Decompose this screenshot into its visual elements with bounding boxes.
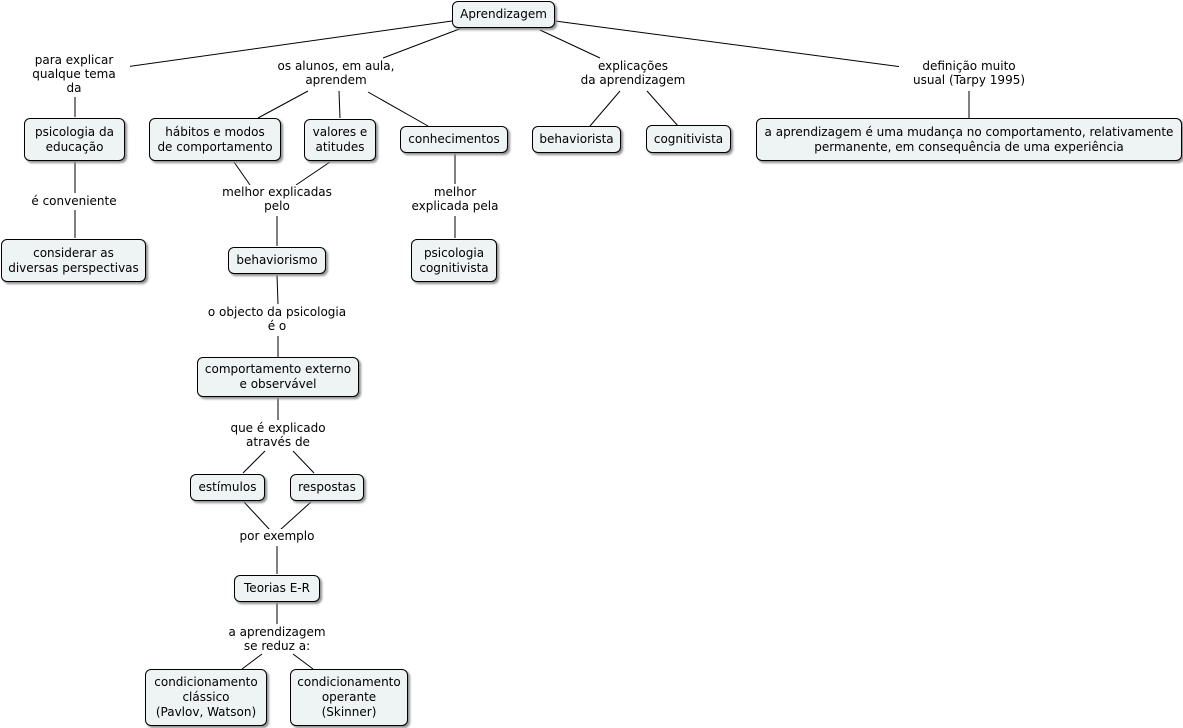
concept-comportamento-externo[interactable]: comportamento externo e observável	[197, 357, 359, 397]
line-explicado-respostas	[292, 450, 315, 474]
concept-condicionamento-operante[interactable]: condicionamento operante (Skinner)	[290, 669, 408, 726]
concept-considerar-perspectivas[interactable]: considerar as diversas perspectivas	[1, 239, 146, 282]
line-explicacoes-cognitivista	[646, 90, 679, 127]
line-os-alunos-valores	[338, 90, 341, 119]
link-explicacoes: explicações da aprendizagem	[568, 59, 698, 87]
line-behaviorismo-objecto	[276, 274, 279, 305]
concept-behaviorismo[interactable]: behaviorismo	[228, 247, 326, 274]
concept-behaviorista[interactable]: behaviorista	[532, 126, 621, 153]
concept-estimulos[interactable]: estímulos	[190, 474, 265, 501]
link-e-conveniente: é conveniente	[18, 194, 130, 208]
line-valores-melhor	[295, 161, 331, 186]
concept-cognitivista[interactable]: cognitivista	[646, 125, 731, 153]
line-os-alunos-habitos	[257, 90, 309, 119]
link-melhor-explicada-pela: melhor explicada pela	[396, 185, 514, 213]
link-definicao-muito-usual: definição muito usual (Tarpy 1995)	[899, 59, 1039, 87]
concept-aprendizagem[interactable]: Aprendizagem	[452, 1, 555, 28]
concept-condicionamento-classico[interactable]: condicionamento clássico (Pavlov, Watson…	[145, 669, 267, 726]
line-estimulos-exemplo	[243, 501, 271, 531]
link-se-reduz-a: a aprendizagem se reduz a:	[216, 625, 338, 653]
link-por-exemplo: por exemplo	[228, 529, 326, 543]
concept-psicologia-da-educacao[interactable]: psicologia da educação	[24, 118, 125, 161]
line-aprendizagem-explicacoes	[539, 29, 601, 59]
line-habitos-melhor	[233, 161, 251, 186]
link-objecto-da-psicologia: o objecto da psicologia é o	[198, 305, 356, 333]
link-os-alunos-aprendem: os alunos, em aula, aprendem	[266, 59, 406, 87]
link-que-e-explicado: que é explicado através de	[222, 421, 334, 449]
line-aprendizagem-para-explicar	[117, 20, 453, 69]
concept-habitos[interactable]: hábitos e modos de comportamento	[149, 118, 281, 161]
line-os-alunos-conhecimentos	[367, 91, 429, 127]
link-melhor-explicadas-pelo: melhor explicadas pelo	[209, 185, 345, 213]
line-respostas-exemplo	[279, 501, 312, 531]
line-reduz-operante	[292, 653, 314, 670]
concept-conhecimentos[interactable]: conhecimentos	[400, 126, 508, 153]
concept-valores-atitudes[interactable]: valores e atitudes	[304, 119, 376, 161]
concept-respostas[interactable]: respostas	[290, 474, 364, 501]
line-explicacoes-behaviorista	[589, 90, 621, 127]
line-explicado-estimulos	[242, 450, 266, 474]
concept-definicao-aprendizagem[interactable]: a aprendizagem é uma mudança no comporta…	[756, 118, 1182, 161]
link-para-explicar: para explicar qualque tema da	[18, 53, 130, 95]
line-aprendizagem-definicao	[554, 20, 911, 69]
line-reduz-classico	[241, 653, 263, 670]
concept-psicologia-cognitivista[interactable]: psicologia cognitivista	[411, 239, 497, 282]
line-aprendizagem-os-alunos	[382, 27, 463, 59]
concept-teorias-er[interactable]: Teorias E-R	[234, 575, 320, 602]
